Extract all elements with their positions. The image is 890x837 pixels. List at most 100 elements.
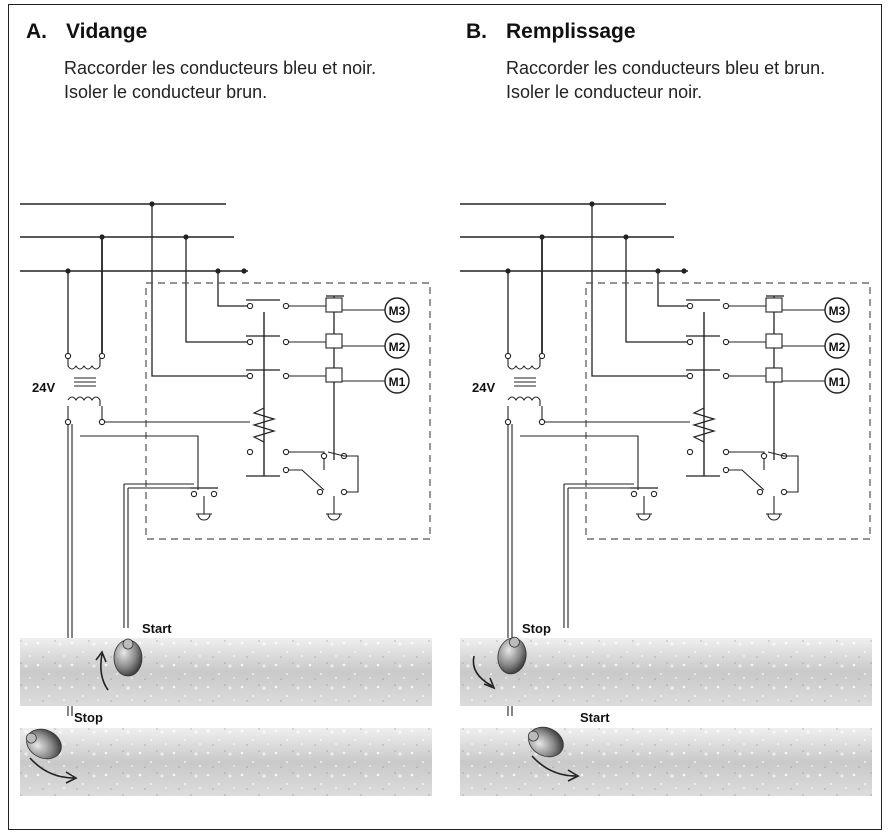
motor-symbol: [824, 297, 850, 323]
contact-terminal: [246, 338, 254, 346]
terminal: [760, 452, 768, 460]
terminal: [504, 418, 512, 426]
contact-terminal: [722, 372, 730, 380]
phase-wire-2: [185, 237, 248, 343]
float-switch-upper: [497, 636, 527, 675]
transformer-secondary: [67, 396, 101, 406]
terminal: [686, 448, 694, 456]
contact-terminal: [722, 338, 730, 346]
junction-dot: [681, 268, 687, 274]
contact-terminal: [686, 302, 694, 310]
phase-wire-3: [657, 271, 688, 307]
tilt-arrow: [531, 755, 577, 777]
float-label-upper: Stop: [522, 621, 551, 636]
terminal: [538, 418, 546, 426]
motor-symbol: [384, 297, 410, 323]
phase-wire-1: [591, 204, 688, 377]
panel-a-line-1: Raccorder les conducteurs bleu et noir.: [64, 58, 377, 78]
terminal: [64, 352, 72, 360]
contact-terminal: [246, 302, 254, 310]
thermal-relay: [765, 367, 783, 383]
motor-label: M2: [389, 340, 406, 354]
contact-terminal: [282, 302, 290, 310]
phase-wire-1: [151, 204, 248, 377]
contactor-coil: [251, 407, 277, 443]
motor-label: M2: [829, 340, 846, 354]
motor-symbol: [824, 333, 850, 359]
control-box: [145, 282, 431, 540]
panel-b-description: Raccorder les conducteurs bleu et brun. …: [506, 56, 825, 104]
phase-wire-2: [625, 237, 688, 343]
tilt-arrowhead: [65, 771, 78, 784]
float-cable-upper: [123, 483, 194, 628]
terminal: [282, 448, 290, 456]
control-return: [520, 435, 639, 490]
terminal: [780, 488, 788, 496]
tilt-arrow: [29, 757, 75, 779]
float-cable-upper-2: [567, 487, 630, 628]
terminal: [630, 490, 638, 498]
terminal: [340, 488, 348, 496]
panel-b-title: B. Remplissage: [466, 20, 636, 44]
transformer-core: [74, 377, 96, 387]
float-switch-lower: [527, 726, 564, 758]
motor-label: M1: [829, 375, 846, 389]
float-label-upper: Start: [142, 621, 172, 636]
panel-a-title-text: Vidange: [66, 20, 148, 43]
contact-terminal: [246, 372, 254, 380]
water-bubbles: [20, 638, 432, 706]
panel-b-header: B. Remplissage: [466, 20, 636, 44]
ground-symbol: [636, 513, 652, 521]
panel-a-letter: A.: [26, 20, 47, 43]
terminal: [722, 448, 730, 456]
control-box: [585, 282, 871, 540]
terminal: [190, 490, 198, 498]
motor-label: M1: [389, 375, 406, 389]
control-return: [80, 435, 199, 490]
tilt-arrow: [472, 655, 493, 687]
motor-symbol: [384, 368, 410, 394]
ground-symbol: [766, 513, 782, 521]
terminal: [320, 452, 328, 460]
tilt-arrow: [100, 653, 109, 691]
float-cable-upper-2: [127, 487, 190, 628]
contact-terminal: [282, 372, 290, 380]
transformer-core: [514, 377, 536, 387]
aux-switch: [767, 451, 799, 493]
panel-b-letter: B.: [466, 20, 487, 43]
voltage-label: 24V: [472, 380, 495, 395]
float-switch-lower: [25, 728, 62, 760]
thermal-relay: [325, 367, 343, 383]
float-switch-upper: [113, 638, 143, 677]
terminal: [282, 466, 290, 474]
panel-b-line-1: Raccorder les conducteurs bleu et brun.: [506, 58, 826, 78]
tilt-arrowhead: [95, 650, 107, 663]
thermal-relay: [765, 333, 783, 349]
water-bubbles: [460, 728, 872, 796]
terminal: [316, 488, 324, 496]
tilt-arrowhead: [567, 769, 580, 782]
terminal: [246, 448, 254, 456]
water-bubbles: [460, 638, 872, 706]
motor-symbol: [384, 333, 410, 359]
terminal: [504, 352, 512, 360]
terminal: [756, 488, 764, 496]
thermal-relay: [325, 333, 343, 349]
float-cap: [25, 732, 37, 744]
terminal: [722, 466, 730, 474]
panel-b-line-2: Isoler le conducteur noir.: [506, 82, 703, 102]
hold-circuit: [289, 451, 325, 491]
transformer-secondary: [507, 396, 541, 406]
ground-symbol: [196, 513, 212, 521]
float-label-lower: Start: [580, 710, 610, 725]
contact-terminal: [282, 338, 290, 346]
panel-b-title-text: Remplissage: [506, 20, 636, 43]
phase-wire-3: [217, 271, 248, 307]
water-bubbles: [20, 728, 432, 796]
contact-terminal: [686, 338, 694, 346]
aux-switch: [327, 451, 359, 493]
terminal: [64, 418, 72, 426]
